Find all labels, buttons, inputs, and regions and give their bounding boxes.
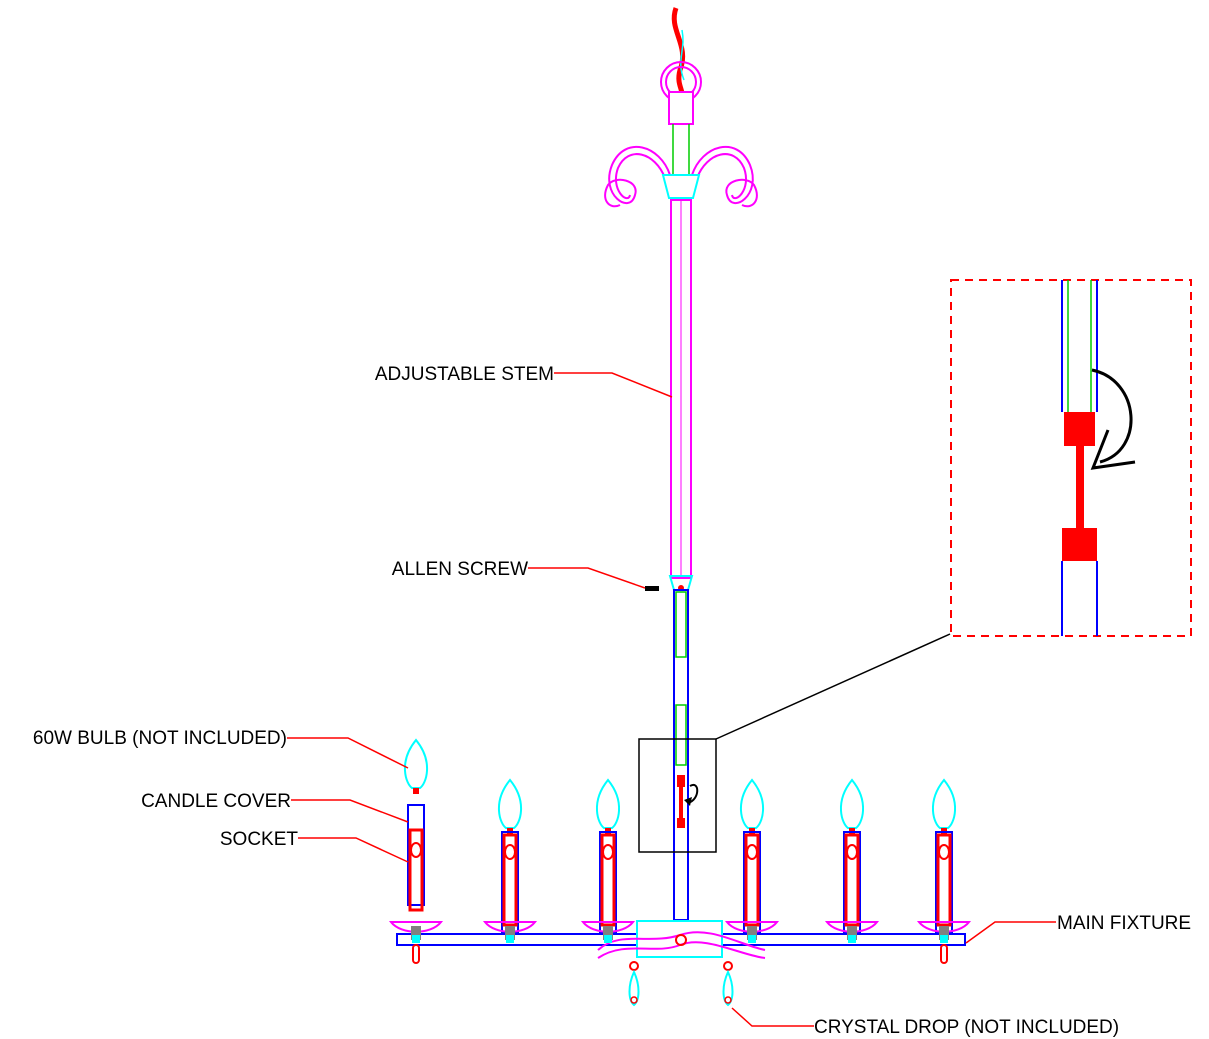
label-crystal-drop: CRYSTAL DROP (NOT INCLUDED) [814,1017,1119,1038]
leader-lines [287,372,1056,1027]
lower-stem [673,589,689,921]
main-fixture [396,920,966,959]
socket-ring [504,844,516,860]
crystal-drop [722,961,734,1007]
arm-joint [505,926,515,940]
adjustable-stem [668,199,694,591]
canopy-thread [661,124,701,199]
arm-joint [847,926,857,940]
arm-nut [748,935,756,943]
label-socket: SOCKET [220,829,299,850]
detail-callout-box [638,633,951,853]
socket-ring [602,844,614,860]
arm-joint [411,926,421,940]
enlarged-detail [950,279,1192,637]
hanging-loop [660,61,702,125]
socket-ring [938,844,950,860]
candle-cover [407,804,425,906]
label-bulb: 60W BULB (NOT INCLUDED) [33,728,287,749]
arm-joint [603,926,613,940]
allen-screw [645,586,659,591]
arm-nut [848,935,856,943]
candle-arm [580,778,636,943]
bulb-base [413,788,419,794]
candle-arm [482,778,538,943]
candle-arm [388,738,444,964]
label-allen-screw: ALLEN SCREW [392,559,528,580]
socket-ring [746,844,758,860]
bulb [932,778,956,829]
bulb [740,778,764,829]
candle-arm [724,778,780,943]
label-main-fixture: MAIN FIXTURE [1057,913,1191,934]
socket-ring [410,842,422,858]
bulb [404,738,428,789]
label-candle-cover: CANDLE COVER [141,791,291,812]
candle-arms [388,738,972,964]
arm-nut [604,935,612,943]
socket [408,828,424,912]
arm-finial [412,944,420,964]
socket [600,833,616,927]
crystal-drop [628,961,640,1007]
arm-joint [747,926,757,940]
socket [502,833,518,927]
top-scroll-decoration [604,146,758,208]
hanging-wire [671,7,686,97]
arm-nut [506,935,514,943]
arm-finial [940,944,948,964]
candle-arm [916,778,972,964]
bulb [840,778,864,829]
socket [744,833,760,927]
candle-arm [824,778,880,943]
socket [936,833,952,927]
arm-nut [412,935,420,943]
bulb [498,778,522,829]
bulb [596,778,620,829]
arm-nut [940,935,948,943]
socket-ring [846,844,858,860]
label-adjustable-stem: ADJUSTABLE STEM [375,364,554,385]
socket [844,833,860,927]
arm-joint [939,926,949,940]
